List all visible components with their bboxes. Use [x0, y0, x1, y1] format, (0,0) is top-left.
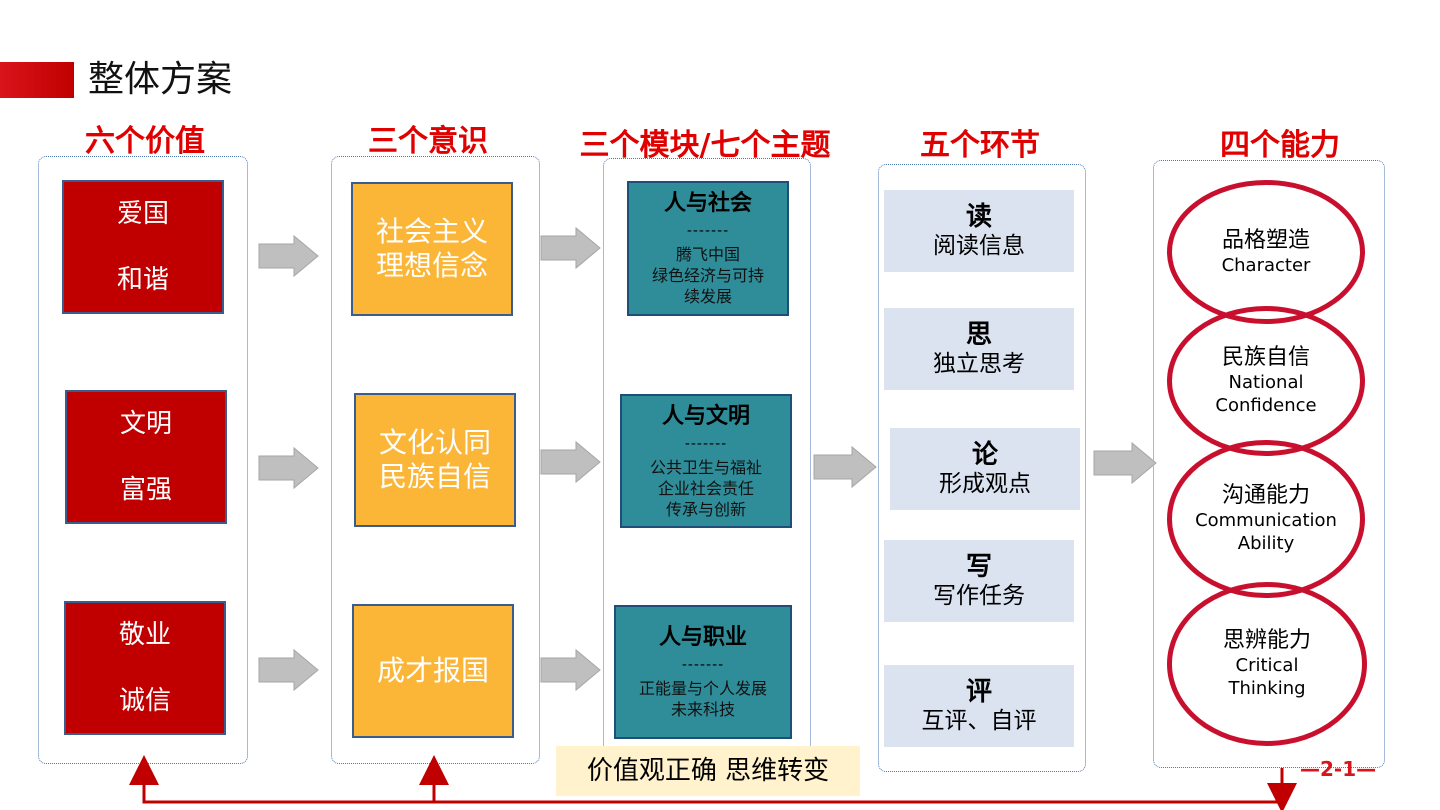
value-label: 爱国 — [116, 199, 169, 229]
value-box: 敬业 诚信 — [64, 601, 226, 735]
ability-english: Communication Ability — [1195, 510, 1337, 554]
right-arrow-icon — [813, 445, 877, 489]
right-arrow-icon — [258, 648, 319, 692]
step-subtitle: 写作任务 — [933, 583, 1025, 609]
page-title: 整体方案 — [88, 59, 233, 100]
value-label: 文明 — [119, 409, 172, 439]
right-arrow-icon — [540, 226, 601, 270]
page-number: —2-1— — [1300, 757, 1377, 781]
value-box: 爱国 和谐 — [62, 180, 224, 314]
step-subtitle: 互评、自评 — [921, 708, 1037, 734]
conclusion-banner: 价值观正确 思维转变 — [556, 746, 860, 796]
module-title: 人与文明 — [661, 403, 750, 429]
panel-steps — [878, 164, 1086, 772]
module-title: 人与职业 — [658, 625, 747, 650]
awareness-box: 成才报国 — [352, 604, 514, 738]
title-accent-bar — [0, 62, 74, 98]
right-arrow-icon — [1093, 441, 1157, 485]
ability-name: 品格塑造 — [1221, 227, 1310, 253]
ability-name: 民族自信 — [1221, 345, 1310, 370]
value-label: 富强 — [119, 475, 172, 505]
value-label: 敬业 — [118, 620, 171, 650]
right-arrow-icon — [540, 440, 601, 484]
heading-steps: 五个环节 — [920, 128, 1040, 163]
module-divider: ------- — [684, 435, 728, 452]
module-box: 人与文明 ------- 公共卫生与福祉 企业社会责任 传承与创新 — [620, 394, 792, 528]
right-arrow-icon — [258, 234, 319, 278]
ability-english: National Confidence — [1215, 372, 1317, 416]
value-box: 文明 富强 — [65, 390, 227, 524]
ability-english: Critical Thinking — [1228, 655, 1306, 699]
step-subtitle: 独立思考 — [933, 351, 1025, 377]
awareness-box: 社会主义 理想信念 — [351, 182, 513, 316]
step-box: 读 阅读信息 — [884, 190, 1074, 272]
step-box: 写 写作任务 — [884, 540, 1074, 622]
heading-modules: 三个模块/七个主题 — [579, 128, 831, 163]
module-topics: 腾飞中国 绿色经济与可持 续发展 — [651, 245, 764, 306]
heading-abilities: 四个能力 — [1220, 128, 1340, 163]
module-box: 人与社会 ------- 腾飞中国 绿色经济与可持 续发展 — [627, 181, 789, 316]
step-title: 论 — [971, 440, 998, 470]
step-title: 评 — [965, 677, 992, 707]
right-arrow-icon — [258, 446, 319, 490]
heading-awareness: 三个意识 — [368, 124, 488, 159]
step-box: 论 形成观点 — [890, 428, 1080, 510]
ability-english: Character — [1221, 254, 1311, 276]
value-label: 和谐 — [116, 265, 169, 295]
module-box: 人与职业 ------- 正能量与个人发展 未来科技 — [614, 605, 792, 739]
step-subtitle: 形成观点 — [939, 471, 1031, 497]
awareness-box: 文化认同 民族自信 — [354, 393, 516, 527]
step-box: 评 互评、自评 — [884, 665, 1074, 747]
module-divider: ------- — [686, 223, 730, 239]
heading-values: 六个价值 — [85, 124, 205, 159]
step-title: 思 — [965, 320, 992, 350]
ability-name: 沟通能力 — [1221, 483, 1310, 508]
ability-circle: 思辨能力 Critical Thinking — [1167, 582, 1367, 746]
module-title: 人与社会 — [663, 191, 752, 216]
value-label: 诚信 — [118, 686, 171, 716]
module-topics: 正能量与个人发展 未来科技 — [638, 679, 767, 719]
step-title: 写 — [965, 552, 992, 582]
right-arrow-icon — [540, 648, 601, 692]
step-subtitle: 阅读信息 — [933, 233, 1025, 259]
module-topics: 公共卫生与福祉 企业社会责任 传承与创新 — [649, 457, 762, 519]
step-box: 思 独立思考 — [884, 308, 1074, 390]
step-title: 读 — [965, 202, 992, 232]
ability-name: 思辨能力 — [1222, 628, 1311, 653]
module-divider: ------- — [681, 657, 725, 673]
